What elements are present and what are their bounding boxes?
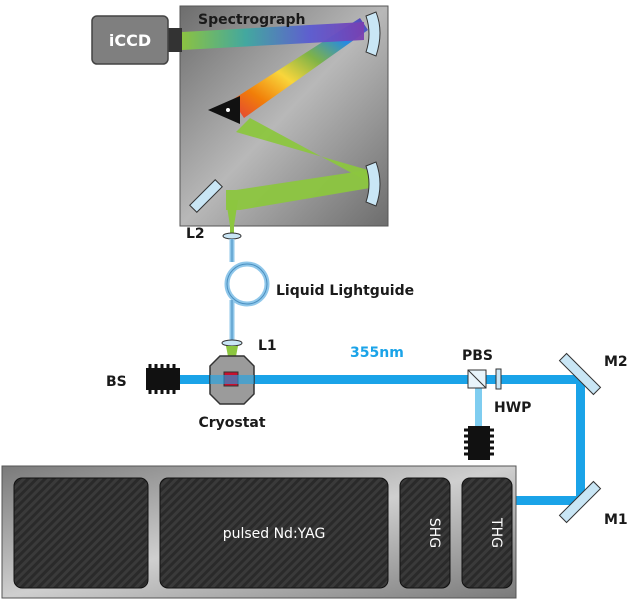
- iccd-label: iCCD: [109, 31, 151, 50]
- pbs-diagonal: [467, 369, 487, 389]
- iccd-camera: iCCD: [91, 15, 169, 65]
- uv-beam-path: 355nm: [180, 345, 585, 505]
- iccd-body: [91, 15, 169, 65]
- fiber-loop-outline-icon: [226, 263, 268, 305]
- uv-beam-from-laser: [516, 496, 585, 505]
- mirror-m1: M1: [558, 480, 628, 528]
- lens-icon: [221, 339, 243, 347]
- iccd-port: [168, 28, 182, 52]
- laser-panel-thg: [461, 477, 513, 589]
- hwp-icon: [495, 368, 502, 390]
- mirror-icon: [558, 352, 602, 396]
- green-beam-input: [226, 170, 370, 210]
- uv-beam-through-sample: [210, 375, 254, 384]
- prism-grating-icon: [208, 96, 240, 124]
- thg-label: THG: [488, 517, 504, 548]
- laser-panel-main: [159, 477, 389, 589]
- beam-dump-bottom: [464, 426, 494, 460]
- uv-beam-main: [180, 375, 584, 384]
- mirror-icon: [365, 11, 381, 57]
- green-beam-mid: [236, 118, 372, 184]
- hwp-label: HWP: [494, 400, 531, 416]
- liquid-lightguide-label: Liquid Lightguide: [276, 283, 414, 299]
- cryostat-label: Cryostat: [198, 415, 265, 431]
- beam-dump-icon: [146, 368, 180, 390]
- spectrograph-label: Spectrograph: [198, 12, 305, 28]
- mirror-icon: [558, 480, 602, 524]
- pbs-label: PBS: [462, 348, 493, 364]
- beam-dump-fins: [148, 364, 176, 394]
- hwp: HWP: [494, 368, 531, 416]
- grating-pivot-icon: [226, 108, 230, 112]
- beam-dump-left: BS: [106, 364, 180, 394]
- l1-label: L1: [258, 338, 277, 354]
- cryostat: Cryostat: [198, 355, 266, 431]
- shg-label: SHG: [426, 518, 442, 548]
- pbs-cube: PBS: [462, 348, 493, 389]
- fiber-path: L2 Liquid Lightguide L1: [186, 226, 414, 372]
- m1-label: M1: [604, 512, 628, 528]
- laser-panel-left: [13, 477, 149, 589]
- uv-beam-pbs-branch: [475, 384, 482, 426]
- mirror-m2: M2: [558, 352, 628, 396]
- mirror-icon: [189, 179, 223, 213]
- mirror-icon: [365, 161, 381, 207]
- uv-beam-vertical-right: [576, 375, 585, 505]
- lens-icon: [222, 232, 242, 240]
- laser-panel-shg: [399, 477, 451, 589]
- wavelength-label: 355nm: [350, 345, 404, 361]
- beam-dump-fins: [464, 428, 494, 456]
- laser-label: pulsed Nd:YAG: [223, 526, 326, 542]
- beam-dump-icon: [468, 426, 490, 460]
- dispersed-fan: [232, 18, 368, 118]
- spectrograph: Spectrograph: [168, 5, 389, 227]
- green-beam-entrance: [226, 200, 238, 226]
- m2-label: M2: [604, 354, 628, 370]
- bs-label: BS: [106, 374, 127, 390]
- spectrum-beam-to-iccd: [182, 22, 364, 50]
- nd-yag-laser: pulsed Nd:YAG SHG THG: [1, 465, 517, 599]
- l2-label: L2: [186, 226, 205, 242]
